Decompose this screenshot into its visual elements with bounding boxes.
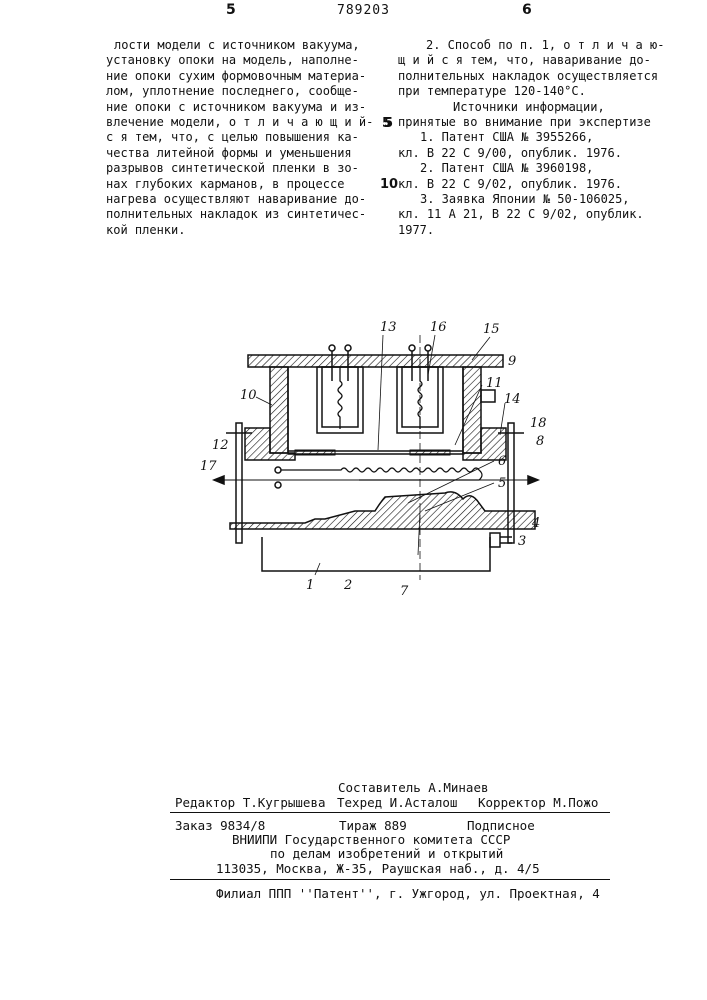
- left-line: нах глубоких карманов, в процессе: [106, 177, 373, 192]
- left-line: влечение модели, о т л и ч а ю щ и й-: [106, 115, 373, 130]
- org-line-1: ВНИИПИ Государственного комитета СССР: [232, 832, 510, 847]
- left-line: с я тем, что, с целью повышения ка-: [106, 130, 373, 145]
- figure-label-9: 9: [508, 354, 516, 369]
- line-marker-5: 5: [382, 116, 391, 131]
- left-line: нагрева осуществляют наваривание до-: [106, 192, 373, 207]
- org-line-3: 113035, Москва, Ж-35, Раушская наб., д. …: [216, 861, 540, 876]
- figure-label-4: 4: [531, 516, 540, 531]
- figure-label-5: 5: [498, 476, 506, 491]
- right-line: 1977.: [398, 223, 664, 238]
- order-number: Заказ 9834/8: [175, 818, 265, 833]
- right-line: щ и й с я тем, что, наваривание до-: [398, 53, 664, 68]
- right-line: 2. Патент США № 3960198,: [398, 161, 664, 176]
- page-number-left: 5: [226, 2, 236, 18]
- org-line-2: по делам изобретений и открытий: [270, 846, 503, 861]
- line-marker-10: 10: [380, 177, 398, 192]
- right-line: 1. Патент США № 3955266,: [398, 130, 664, 145]
- figure-label-3: 3: [518, 534, 526, 549]
- right-line: 3. Заявка Японии № 50-106025,: [398, 192, 664, 207]
- editor: Редактор Т.Кугрышева: [175, 795, 326, 810]
- right-line: кл. В 22 С 9/02, опублик. 1976.: [398, 177, 664, 192]
- corrector: Корректор М.Пожо: [478, 795, 598, 810]
- figure-label-10: 10: [240, 388, 257, 403]
- right-line: полнительных накладок осуществляется: [398, 69, 664, 84]
- circulation: Тираж 889: [339, 818, 407, 833]
- left-line: чества литейной формы и уменьшения: [106, 146, 373, 161]
- figure-label-13: 13: [380, 320, 397, 335]
- figure-label-18: 18: [530, 416, 547, 431]
- figure-label-1: 1: [306, 578, 314, 593]
- right-line: принятые во внимание при экспертизе: [398, 115, 664, 130]
- left-column-text: лости модели с источником вакуума, устан…: [106, 38, 373, 238]
- right-line: кл. 11 А 21, В 22 С 9/02, опублик.: [398, 207, 664, 222]
- right-line: 2. Способ по п. 1, о т л и ч а ю-: [398, 38, 664, 53]
- left-line: лости модели с источником вакуума,: [106, 38, 373, 53]
- figure-label-17: 17: [200, 459, 217, 474]
- figure-label-7: 7: [400, 584, 409, 599]
- figure-label-6: 6: [498, 454, 506, 469]
- left-line: лом, уплотнение последнего, сообще-: [106, 84, 373, 99]
- branch-address: Филиал ППП ''Патент'', г. Ужгород, ул. П…: [216, 886, 600, 901]
- right-column-text: 2. Способ по п. 1, о т л и ч а ю- щ и й …: [398, 38, 664, 238]
- right-line: Источники информации,: [398, 100, 664, 115]
- patent-number: 789203: [337, 3, 390, 18]
- right-line: при температуре 120-140°С.: [398, 84, 664, 99]
- compiler: Составитель А.Минаев: [338, 780, 489, 795]
- footer-rule-top: [170, 812, 610, 813]
- figure-label-15: 15: [483, 322, 500, 337]
- left-line: полнительных накладок из синтетичес-: [106, 207, 373, 222]
- subscription: Подписное: [467, 818, 535, 833]
- left-line: разрывов синтетической пленки в зо-: [106, 161, 373, 176]
- figure-label-8: 8: [536, 434, 544, 449]
- right-line: кл. В 22 С 9/00, опублик. 1976.: [398, 146, 664, 161]
- left-line: кой пленки.: [106, 223, 373, 238]
- footer-rule-bottom: [170, 879, 610, 880]
- figure-label-11: 11: [486, 376, 503, 391]
- page-number-right: 6: [522, 2, 532, 18]
- left-line: ние опоки сухим формовочным материа-: [106, 69, 373, 84]
- left-line: установку опоки на модель, наполне-: [106, 53, 373, 68]
- figure-label-2: 2: [343, 578, 352, 593]
- figure-label-12: 12: [212, 438, 229, 453]
- technical-drawing: 13 16 15 9 10 11 14 18 12 8 17 6 5 4 3 1…: [200, 315, 560, 605]
- figure-label-14: 14: [504, 392, 521, 407]
- tech-editor: Техред И.Асталош: [337, 795, 457, 810]
- left-line: ние опоки с источником вакуума и из-: [106, 100, 373, 115]
- figure-label-16: 16: [430, 320, 447, 335]
